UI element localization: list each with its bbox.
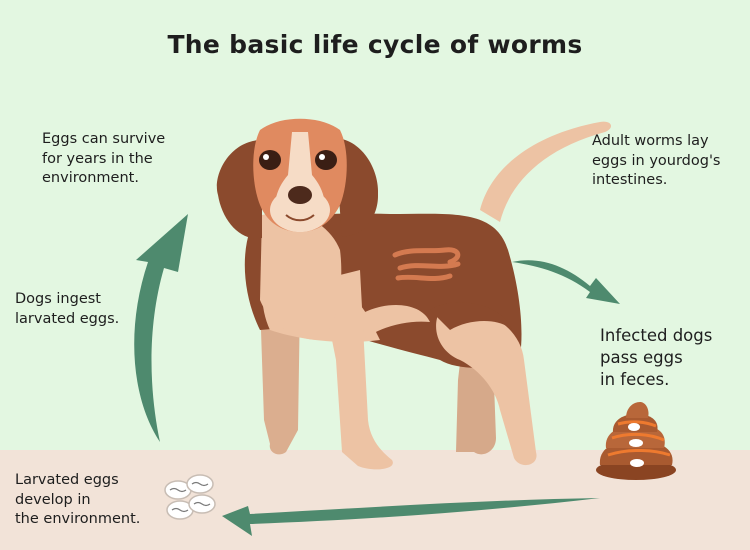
arrow-bottom-left	[222, 498, 600, 536]
dog-front-leg-near	[320, 270, 393, 470]
arrow-to-feces	[512, 260, 620, 304]
dog-back-patch	[430, 302, 512, 330]
dog-back-leg-near	[436, 307, 537, 466]
egg-in-feces	[630, 459, 644, 467]
dog-nose	[288, 186, 312, 204]
step-infected-dogs: Infected dogs pass eggs in feces.	[600, 326, 713, 389]
step-dogs-ingest: Dogs ingest larvated eggs.	[15, 291, 120, 327]
dog-leg-flap	[350, 304, 430, 339]
cycle-arrows	[134, 214, 620, 536]
egg-in-feces	[628, 423, 640, 431]
dog-illustration	[216, 118, 612, 470]
diagram-title: The basic life cycle of worms	[167, 30, 583, 59]
dog-tail	[480, 121, 612, 222]
arrow-up-left	[134, 214, 188, 442]
step-larvated-eggs: Larvated eggs develop in the environment…	[15, 472, 141, 527]
larva-squiggles	[169, 481, 211, 513]
step-eggs-survive: Eggs can survive for years in the enviro…	[42, 131, 166, 186]
dog-eye-left	[259, 150, 281, 170]
egg-in-feces	[629, 439, 643, 447]
feces-illustration	[596, 402, 676, 480]
dog-ear-left	[216, 140, 262, 239]
dog-eye-right	[315, 150, 337, 170]
intestine-worms	[392, 247, 461, 281]
dog-chest	[260, 212, 342, 340]
step-adult-worms: Adult worms lay eggs in yourdog's intest…	[592, 133, 721, 188]
dog-muzzle	[270, 188, 330, 232]
dog-front-leg-far	[260, 300, 300, 455]
